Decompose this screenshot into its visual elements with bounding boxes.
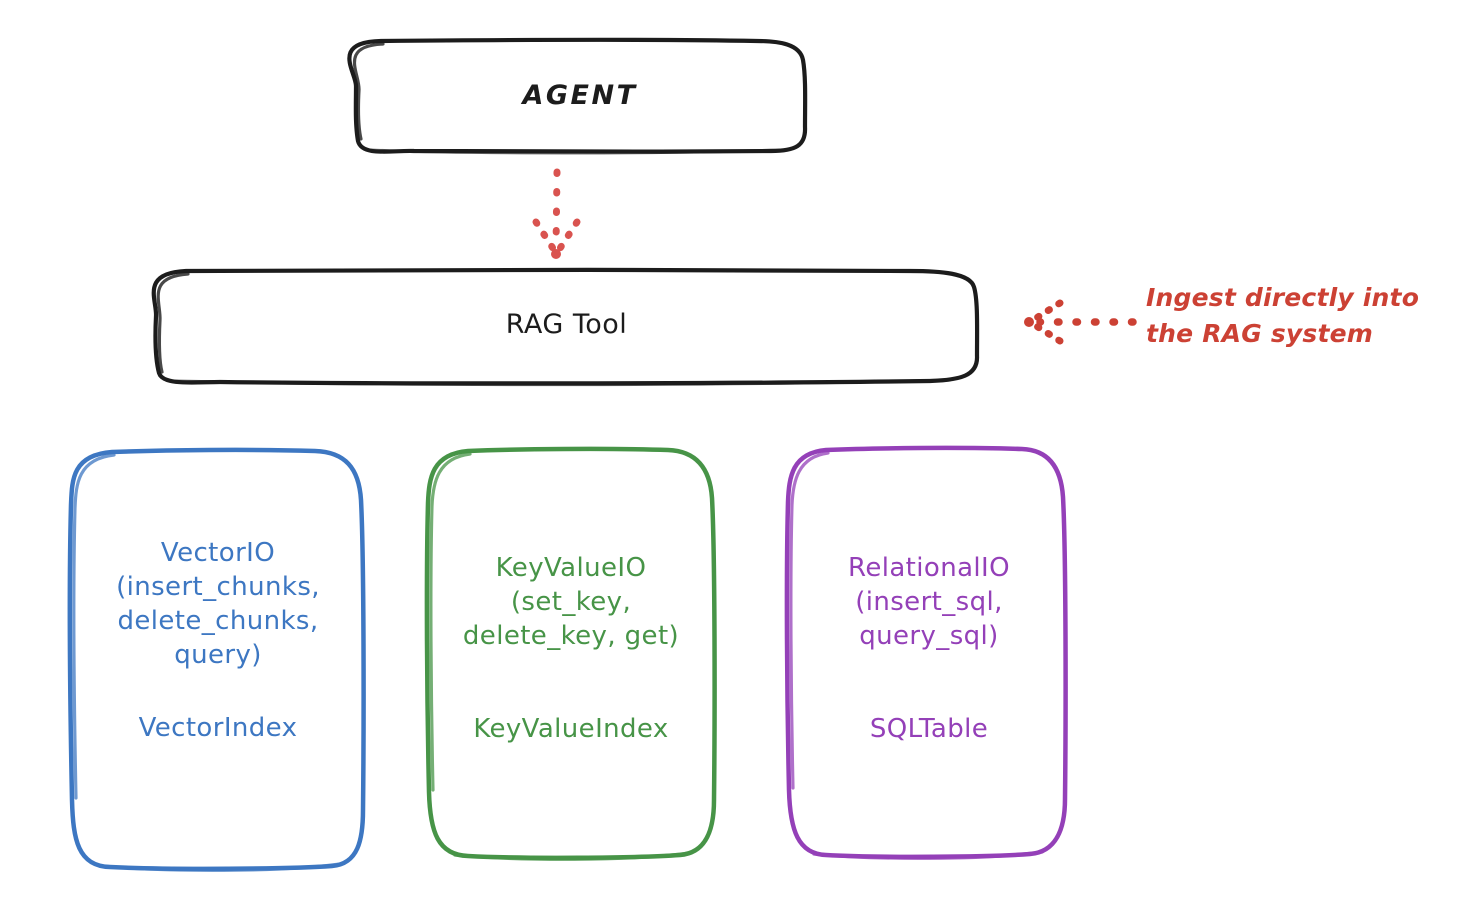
ingest-annotation-label: Ingest directly into the RAG system xyxy=(1146,283,1420,348)
agent-to-rag-arrow xyxy=(532,168,581,259)
rag-tool-node-label: RAG Tool xyxy=(505,309,628,340)
keyvalue-store-api-label: KeyValueIO (set_key, delete_key, get) xyxy=(462,553,680,652)
keyvalue-store-index-label: KeyValueIndex xyxy=(473,714,669,744)
keyvalue-store-node-shape[interactable] xyxy=(424,446,717,861)
vector-store-api-label: VectorIO (insert_chunks, delete_chunks, … xyxy=(116,538,320,671)
ingest-arrow xyxy=(1024,299,1137,345)
agent-node-label: AGENT xyxy=(522,80,638,111)
relational-store-index-label: SQLTable xyxy=(869,714,989,744)
vector-store-index-label: VectorIndex xyxy=(138,713,298,743)
relational-store-api-label: RelationalIO (insert_sql, query_sql) xyxy=(848,553,1010,652)
